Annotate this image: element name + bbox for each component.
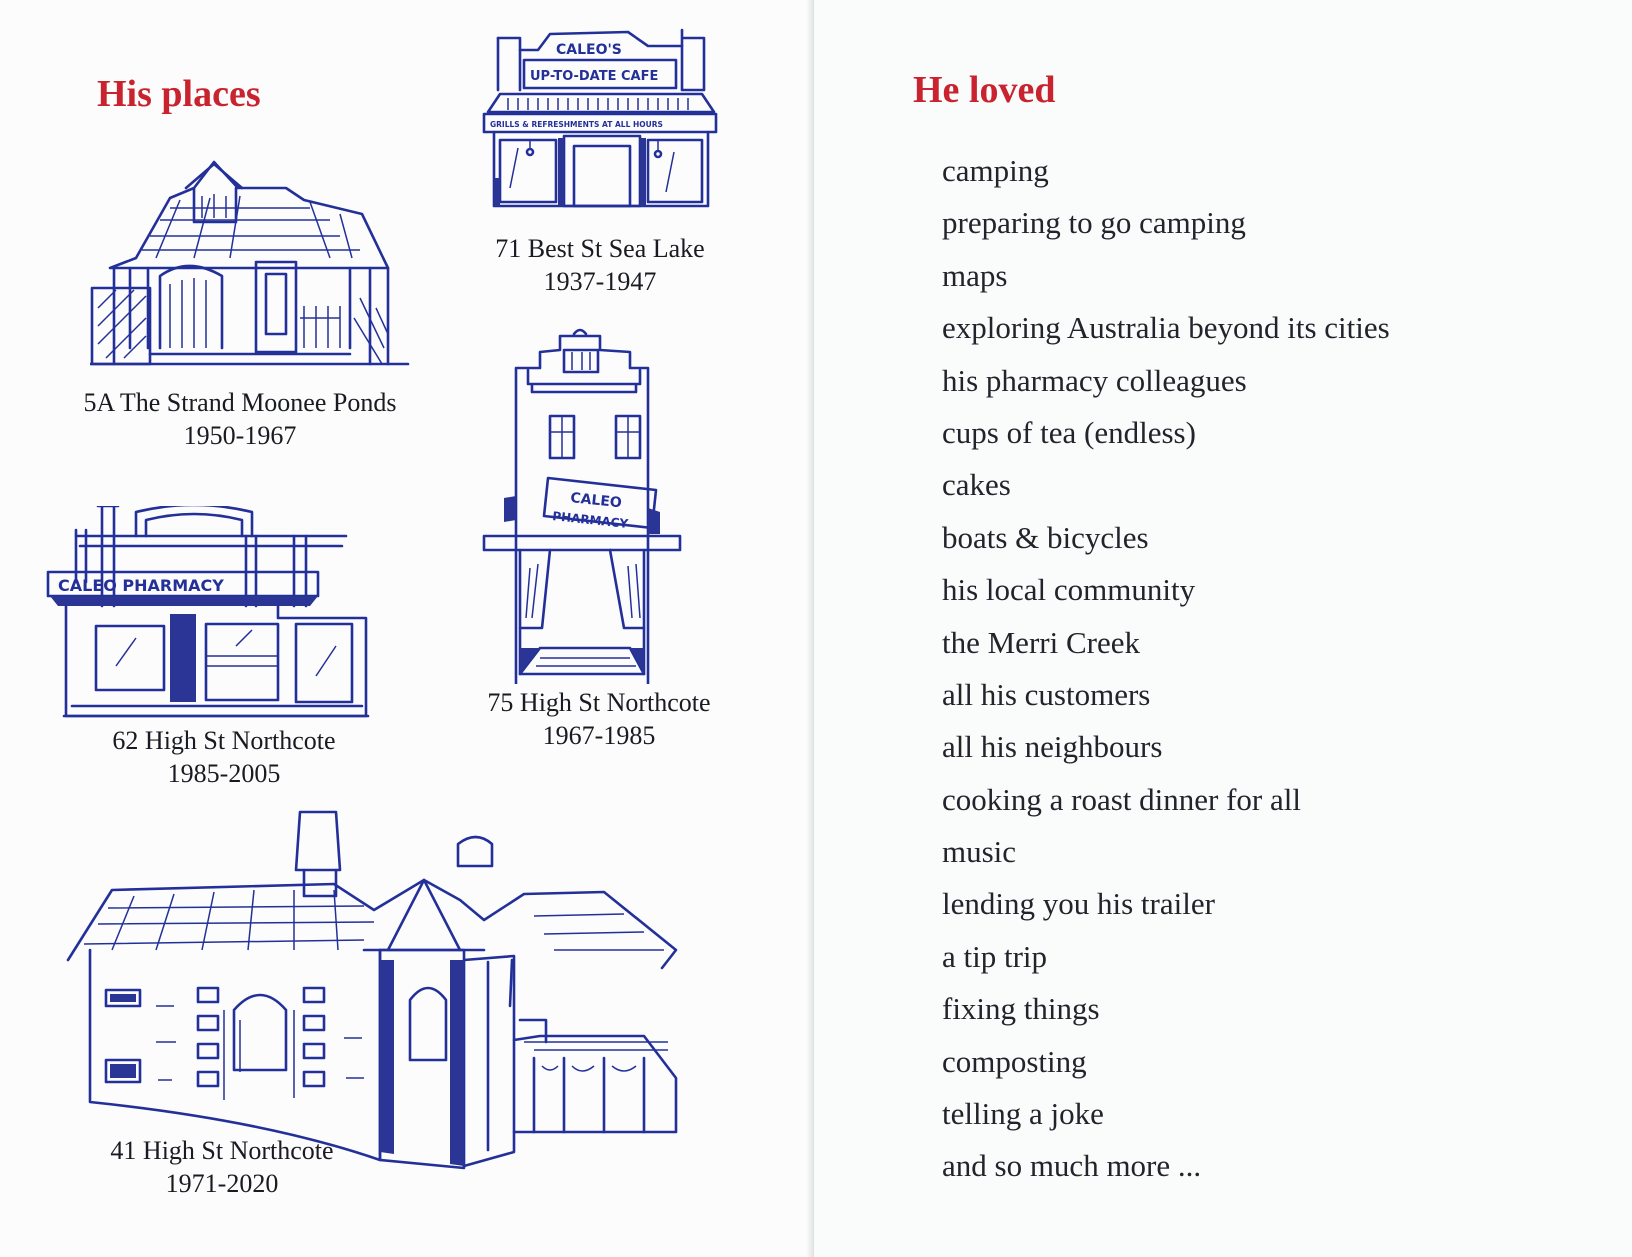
list-item: lending you his trailer <box>942 886 1215 922</box>
list-item: cups of tea (endless) <box>942 414 1196 450</box>
address-high-st-41: 41 High St Northcote <box>110 1136 334 1165</box>
caption-high-st-62: 62 High St Northcote 1985-2005 <box>64 724 384 790</box>
caption-moonee-ponds: 5A The Strand Moonee Ponds 1950-1967 <box>40 386 440 452</box>
list-item: his pharmacy colleagues <box>942 362 1247 398</box>
he-loved-heading: He loved <box>913 69 1056 111</box>
moonee-ponds-house-drawing <box>90 158 410 380</box>
right-page: He loved <box>814 0 1632 1257</box>
high-st-75-pharmacy-drawing: CALEO PHARMACY <box>480 328 690 684</box>
caption-high-st-41: 41 High St Northcote 1971-2020 <box>62 1134 382 1200</box>
list-item: camping <box>942 153 1049 188</box>
list-item: the Merri Creek <box>942 624 1140 660</box>
address-high-st-75: 75 High St Northcote <box>487 688 711 717</box>
list-item: fixing things <box>942 991 1100 1027</box>
caption-high-st-75: 75 High St Northcote 1967-1985 <box>464 686 734 752</box>
list-item: his local community <box>942 572 1196 608</box>
pharmacy-62-sign: CALEO PHARMACY <box>58 576 224 595</box>
list-item: preparing to go camping <box>942 205 1246 241</box>
cafe-sign-awning: GRILLS & REFRESHMENTS AT ALL HOURS <box>490 120 663 129</box>
address-high-st-62: 62 High St Northcote <box>112 726 336 755</box>
list-item: maps <box>942 257 1008 293</box>
list-item: all his neighbours <box>942 729 1163 765</box>
left-page: His places CALEO'S UP-TO-DATE CAFE GRILL… <box>0 0 812 1257</box>
list-item: music <box>942 834 1017 870</box>
years-moonee-ponds: 1950-1967 <box>183 421 297 450</box>
cafe-sign-main: UP-TO-DATE CAFE <box>530 69 658 84</box>
loves-list: camping preparing to go camping maps exp… <box>942 145 1390 1193</box>
years-high-st-75: 1967-1985 <box>542 721 656 750</box>
list-item: telling a joke <box>942 1096 1104 1132</box>
years-high-st-41: 1971-2020 <box>165 1169 279 1198</box>
high-st-41-house-drawing <box>64 810 714 1176</box>
cafe-drawing: CALEO'S UP-TO-DATE CAFE GRILLS & REFRESH… <box>478 28 724 218</box>
list-item: and so much more ... <box>942 1148 1202 1184</box>
years-high-st-62: 1985-2005 <box>167 759 281 788</box>
pharmacy-75-sign-bottom: PHARMACY <box>552 509 629 531</box>
pharmacy-75-sign-top: CALEO <box>570 490 623 511</box>
address-moonee-ponds: 5A The Strand Moonee Ponds <box>83 388 397 417</box>
cafe-sign-top: CALEO'S <box>556 42 622 58</box>
years-sea-lake: 1937-1947 <box>543 267 657 296</box>
list-item: a tip trip <box>942 938 1048 974</box>
list-item: all his customers <box>942 676 1151 712</box>
caption-sea-lake: 71 Best St Sea Lake 1937-1947 <box>470 232 730 298</box>
list-item: cakes <box>942 467 1011 503</box>
high-st-62-pharmacy-drawing: CALEO PHARMACY <box>46 506 370 730</box>
list-item: composting <box>942 1043 1087 1079</box>
list-item: exploring Australia beyond its cities <box>942 310 1390 346</box>
list-item: boats & bicycles <box>942 519 1149 555</box>
list-item: cooking a roast dinner for all <box>942 781 1301 817</box>
his-places-heading: His places <box>97 73 261 115</box>
address-sea-lake: 71 Best St Sea Lake <box>495 234 705 263</box>
